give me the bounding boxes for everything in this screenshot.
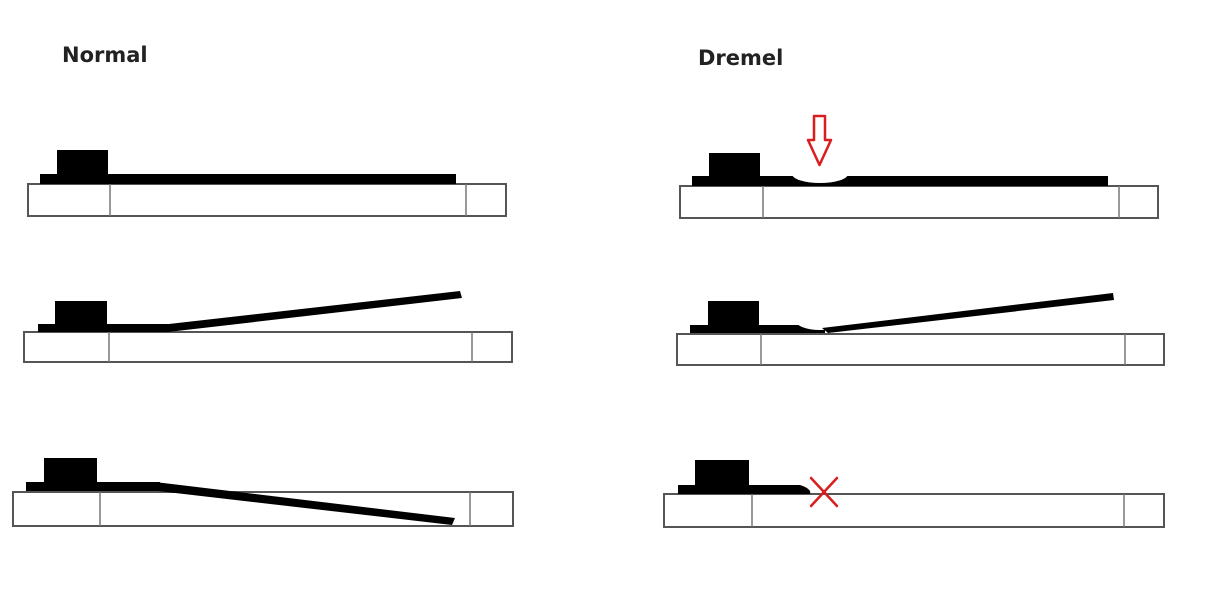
base-plate: [663, 493, 1165, 528]
base-plate: [23, 331, 513, 363]
dremel-broken-stage: [663, 460, 1165, 528]
lever-strip-lowered: [155, 482, 455, 525]
x-mark-icon: [809, 476, 839, 508]
normal-bent-down-stage: [12, 458, 514, 527]
lever-strip-raised: [160, 291, 462, 332]
lever-strip: [26, 482, 160, 491]
lever-strip: [692, 176, 1108, 186]
down-arrow-icon: [806, 114, 833, 167]
panel-title-normal: Normal: [62, 43, 148, 67]
panel-title-dremel: Dremel: [698, 46, 784, 70]
clamp-block: [695, 460, 749, 486]
lever-strip: [38, 324, 168, 332]
clamp-block: [44, 458, 97, 484]
dremel-notch: [792, 165, 848, 183]
clamp-block: [57, 150, 108, 177]
normal-bent-up-stage: [23, 291, 513, 363]
base-plate: [679, 185, 1159, 219]
base-plate: [27, 183, 507, 217]
lever-strip-stub: [678, 485, 811, 494]
dremel-bent-up-stage: [676, 293, 1165, 366]
dremel-flat-stage: [679, 114, 1159, 219]
clamp-block: [708, 301, 759, 326]
clamp-block: [55, 301, 107, 326]
lever-strip: [40, 174, 456, 184]
base-plate: [676, 333, 1165, 366]
lever-strip-raised: [822, 293, 1114, 333]
clamp-block: [709, 153, 760, 178]
normal-flat-stage: [27, 150, 507, 217]
lever-strip: [690, 325, 825, 333]
dremel-notch: [796, 312, 844, 330]
